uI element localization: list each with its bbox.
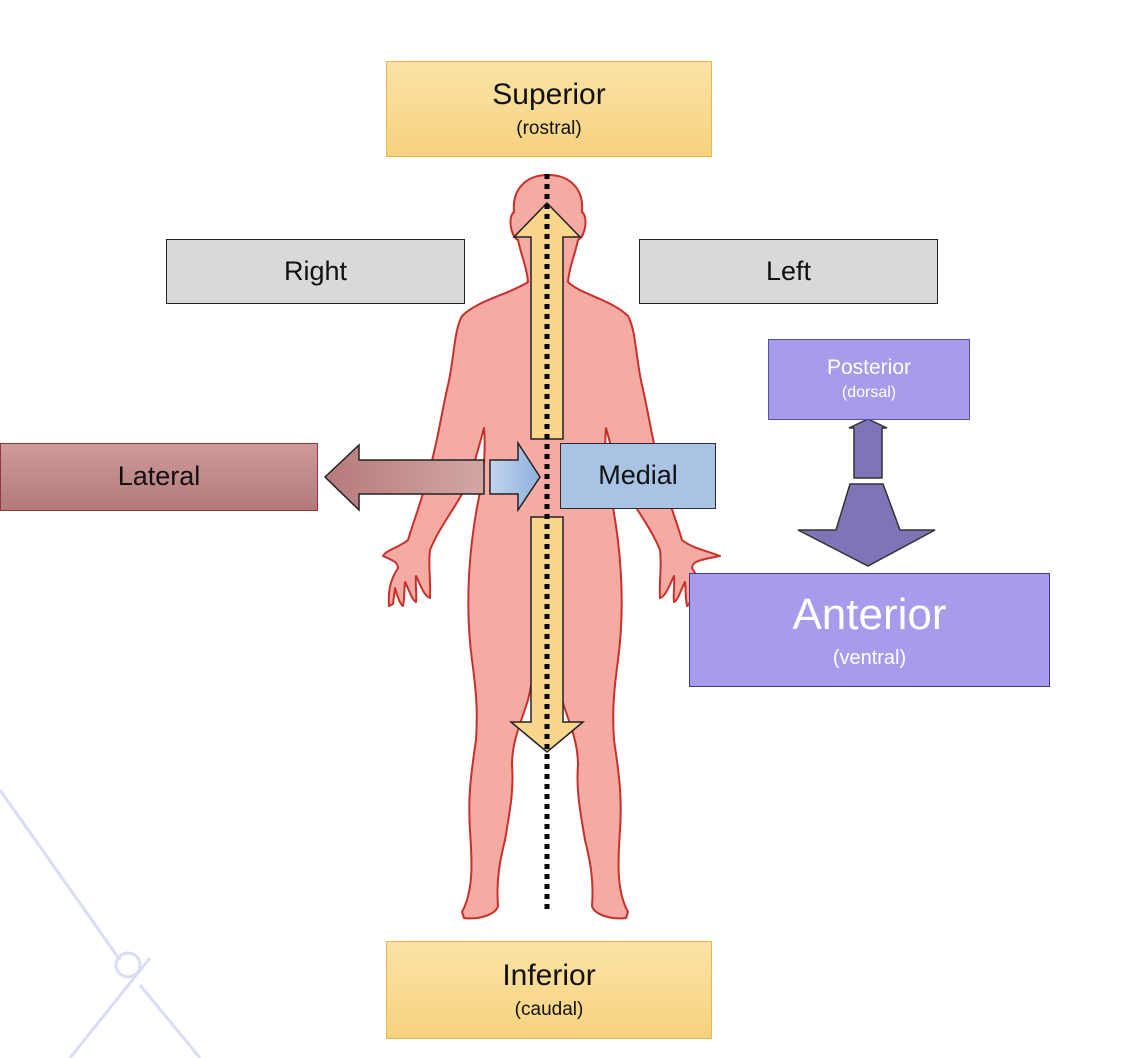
medial-label-box: Medial xyxy=(560,443,716,509)
anterior-label-box: Anterior (ventral) xyxy=(689,573,1050,687)
medial-arrow xyxy=(489,440,541,513)
superior-sublabel: (rostral) xyxy=(516,118,582,140)
right-label: Right xyxy=(283,255,348,286)
inferior-label: Inferior xyxy=(502,958,596,992)
superior-label-box: Superior (rostral) xyxy=(386,61,712,157)
anterior-sublabel: (ventral) xyxy=(832,646,907,669)
inferior-label-box: Inferior (caudal) xyxy=(386,941,712,1039)
left-label: Left xyxy=(765,255,812,286)
lateral-label-box: Lateral xyxy=(0,443,318,511)
superior-label: Superior xyxy=(492,77,606,111)
posterior-arrow xyxy=(848,418,888,479)
left-label-box: Left xyxy=(639,239,938,304)
medial-label: Medial xyxy=(598,460,678,491)
right-label-box: Right xyxy=(166,239,465,304)
inferior-sublabel: (caudal) xyxy=(514,999,584,1021)
posterior-sublabel: (dorsal) xyxy=(841,384,897,402)
lateral-label: Lateral xyxy=(117,461,201,492)
anterior-arrow xyxy=(797,483,936,567)
anterior-label: Anterior xyxy=(792,590,947,640)
lateral-arrow xyxy=(323,443,485,512)
posterior-label: Posterior xyxy=(826,356,912,380)
background-decoration xyxy=(0,789,202,1058)
posterior-label-box: Posterior (dorsal) xyxy=(768,339,970,420)
